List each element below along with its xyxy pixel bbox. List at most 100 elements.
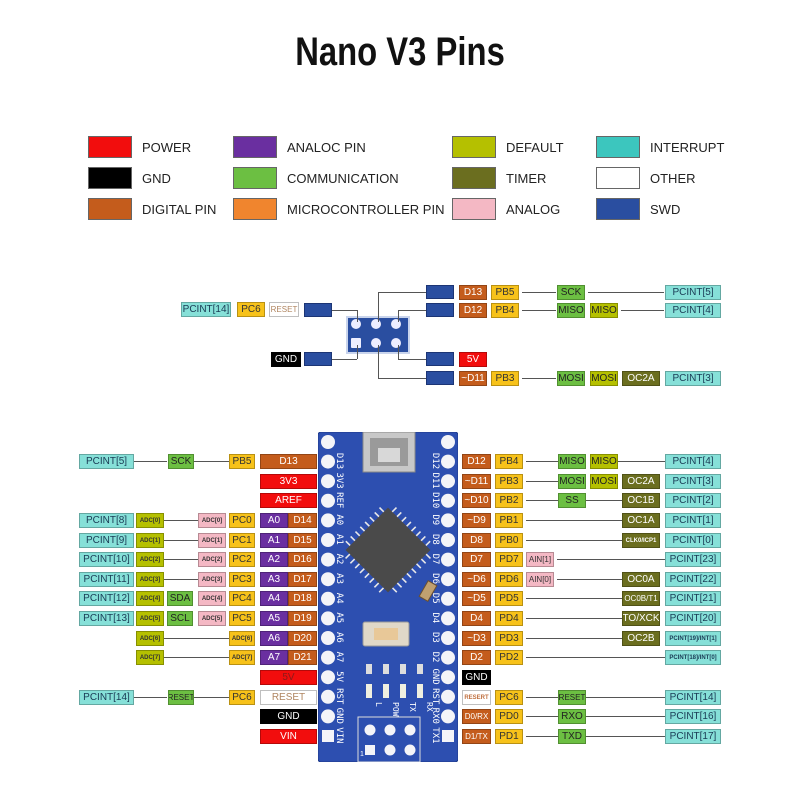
legend-label: GND: [142, 170, 171, 186]
pin-board-label: D0/RX: [462, 709, 491, 724]
chip-lead: [369, 577, 375, 584]
pin-board-label: D8: [462, 533, 491, 548]
silkscreen-label: D11: [430, 472, 440, 488]
connector-line: [522, 310, 556, 311]
connector-line: [398, 310, 426, 311]
legend-label: ANALOG: [506, 201, 561, 217]
silkscreen-label: D4: [430, 612, 440, 623]
pin-digital: D19: [288, 611, 317, 626]
pin-default: ADC[5]: [136, 611, 164, 626]
silkscreen-label: D8: [430, 534, 440, 545]
pin-hole: [321, 631, 335, 645]
pin-mcu: PD1: [495, 729, 523, 744]
swd-block: [304, 303, 332, 317]
pin-interrupt: PCINT[2]: [665, 493, 721, 508]
connector-line: [398, 310, 399, 322]
pin-mcu: ADC[7]: [229, 650, 255, 665]
pin-mcu: PB0: [495, 533, 523, 548]
pin-analog-func: ADC[4]: [198, 591, 226, 606]
connector-line: [134, 697, 167, 698]
silkscreen-label: A2: [334, 554, 344, 565]
pin-timer: OC0A: [622, 572, 660, 587]
pin-hole: [322, 730, 334, 742]
pin-analog: A3: [260, 572, 288, 587]
legend-swatch: [233, 198, 277, 220]
pin-analog: A4: [260, 591, 288, 606]
resistor-icon: [400, 664, 406, 674]
connector-line: [526, 697, 558, 698]
legend-swatch: [452, 198, 496, 220]
pin-analog-func: ADC[0]: [198, 513, 226, 528]
icsp-pc6: PC6: [237, 302, 265, 317]
pin-analog: A6: [260, 631, 288, 646]
pin-board-label: D7: [462, 552, 491, 567]
connector-line: [332, 310, 357, 311]
led-icon: [417, 684, 423, 698]
silkscreen-label: A4: [334, 593, 344, 604]
icsp-pin-hole: [391, 338, 401, 348]
icsp-pin-hole: [351, 319, 361, 329]
pin-default: ADC[4]: [136, 591, 164, 606]
chip-lead: [373, 582, 380, 588]
connector-line: [526, 481, 558, 482]
chip-lead: [406, 521, 412, 527]
pin-communication: RESET: [558, 690, 586, 705]
legend-item: MICROCONTROLLER PIN: [233, 197, 444, 221]
pin-board-label: GND: [462, 670, 491, 685]
pin-hole: [321, 689, 335, 704]
led-label: RX: [425, 702, 434, 712]
pin-hole: [321, 454, 335, 469]
legend-item: DIGITAL PIN: [88, 197, 216, 221]
legend-swatch: [596, 167, 640, 189]
legend-item: ANALOC PIN: [233, 135, 366, 159]
led-icon: [366, 684, 372, 698]
icsp-sck: SCK: [557, 285, 585, 300]
icsp-pin-hole: [404, 724, 416, 736]
pin-analog-func: ADC[5]: [198, 611, 226, 626]
pin-board-label: D4: [462, 611, 491, 626]
pin-hole: [441, 435, 455, 449]
chip-lead: [354, 563, 360, 569]
connector-line: [194, 461, 229, 462]
pin-board-label: RESERT: [462, 690, 491, 705]
pin-interrupt: PCINT[23]: [665, 552, 721, 567]
connector-line: [164, 540, 198, 541]
silkscreen-label: RST: [430, 688, 440, 705]
pin-board-label: D1/TX: [462, 729, 491, 744]
pin-mcu: PB1: [495, 513, 523, 528]
connector-line: [586, 736, 665, 737]
silkscreen-label: D7: [430, 554, 440, 565]
pin-hole: [321, 670, 335, 685]
pin-hole: [441, 631, 455, 645]
silkscreen-label: D13: [334, 453, 344, 469]
icsp-pb5: PB5: [491, 285, 519, 300]
silkscreen-label: A0: [334, 514, 344, 525]
connector-line: [526, 461, 558, 462]
pin-communication: MISO: [558, 454, 586, 469]
icsp-pin-hole: [371, 338, 381, 348]
connector-line: [357, 310, 358, 322]
pin-digital: D18: [288, 591, 317, 606]
icsp-pb3: PB3: [491, 371, 519, 386]
silkscreen-label: D6: [430, 573, 440, 584]
pin-board-label: ~D5: [462, 591, 491, 606]
silkscreen-label: A6: [334, 632, 344, 643]
reset-button-icon: [362, 621, 410, 647]
pin-interrupt: PCINT[0]: [665, 533, 721, 548]
pin-communication: SCL: [167, 611, 193, 626]
pin-interrupt: PCINT[5]: [79, 454, 134, 469]
pin-analog: A0: [260, 513, 288, 528]
connector-line: [398, 345, 399, 359]
legend-swatch: [88, 198, 132, 220]
pin-hole: [321, 435, 335, 449]
pin-hole: [321, 493, 335, 508]
pin-timer: OC0B/T1: [622, 591, 660, 606]
pin-hole: [441, 709, 455, 724]
pin-interrupt: PCINT[13]: [79, 611, 134, 626]
legend-swatch: [596, 136, 640, 158]
icsp-pcint4: PCINT[4]: [665, 303, 721, 318]
connector-line: [586, 697, 665, 698]
icsp-pcint3: PCINT[3]: [665, 371, 721, 386]
icsp-d11: ~D11: [459, 371, 487, 386]
led-label: TX: [408, 702, 417, 712]
